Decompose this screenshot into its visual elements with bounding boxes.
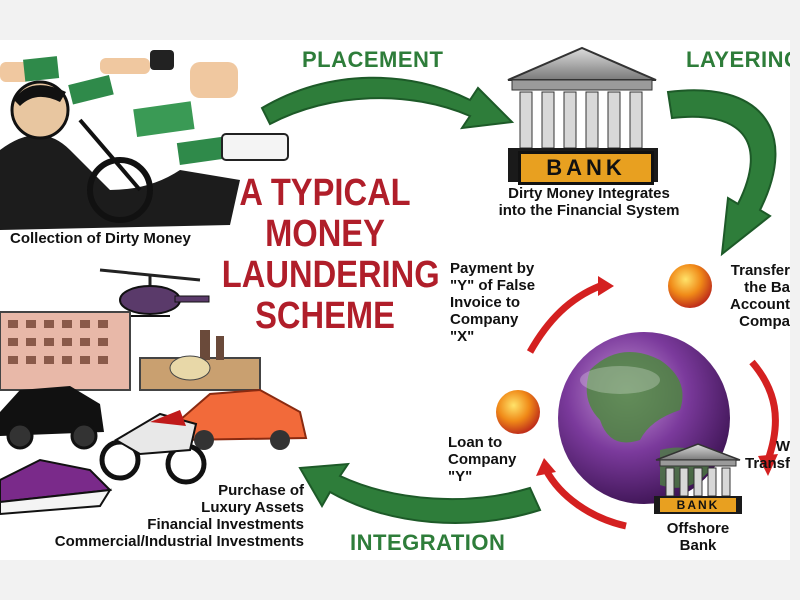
motorcycle-icon <box>99 410 207 485</box>
globe-icon <box>558 332 730 504</box>
bank-sign: BANK <box>518 151 654 185</box>
money-icon <box>0 50 289 165</box>
label-integrates: Dirty Money Integrates into the Financia… <box>498 185 680 219</box>
layering-arrow <box>666 89 777 257</box>
step-layering: LAYERING <box>686 47 790 72</box>
label-payment: Payment by "Y" of False Invoice to Compa… <box>450 260 536 345</box>
building-icon <box>0 311 131 391</box>
placement-arrow <box>260 76 515 130</box>
label-purchase: Purchase of Luxury Assets Financial Inve… <box>54 482 304 550</box>
car-icon <box>0 386 104 450</box>
label-offshore: Offshore Bank <box>666 520 730 554</box>
factory-icon <box>139 330 261 391</box>
red-arrow-payment <box>526 282 602 354</box>
step-placement: PLACEMENT <box>302 47 444 72</box>
man-in-car-icon <box>0 80 240 230</box>
red-arrow-loan <box>542 468 627 530</box>
label-collection: Collection of Dirty Money <box>10 230 191 247</box>
label-transfer: Transfer the Ba Account Compa <box>730 262 790 330</box>
label-wire: W Transf <box>744 438 790 472</box>
sports-car-icon <box>179 388 308 450</box>
small-bank-sign: BANK <box>660 498 736 512</box>
diagram-title: A TYPICAL MONEY LAUNDERING SCHEME <box>221 172 440 337</box>
helicopter-icon <box>99 268 210 317</box>
integration-arrow <box>298 462 542 524</box>
label-loan: Loan to Company "Y" <box>448 434 517 485</box>
jetski-icon <box>0 458 113 516</box>
step-integration: INTEGRATION <box>350 530 506 555</box>
loan-ball-icon <box>496 390 540 434</box>
red-arrow-wire <box>749 359 779 462</box>
transfer-ball-icon <box>668 264 712 308</box>
diagram-canvas: PLACEMENT LAYERING INTEGRATION A TYPICAL… <box>0 40 790 560</box>
diagram-graphics <box>0 46 779 530</box>
